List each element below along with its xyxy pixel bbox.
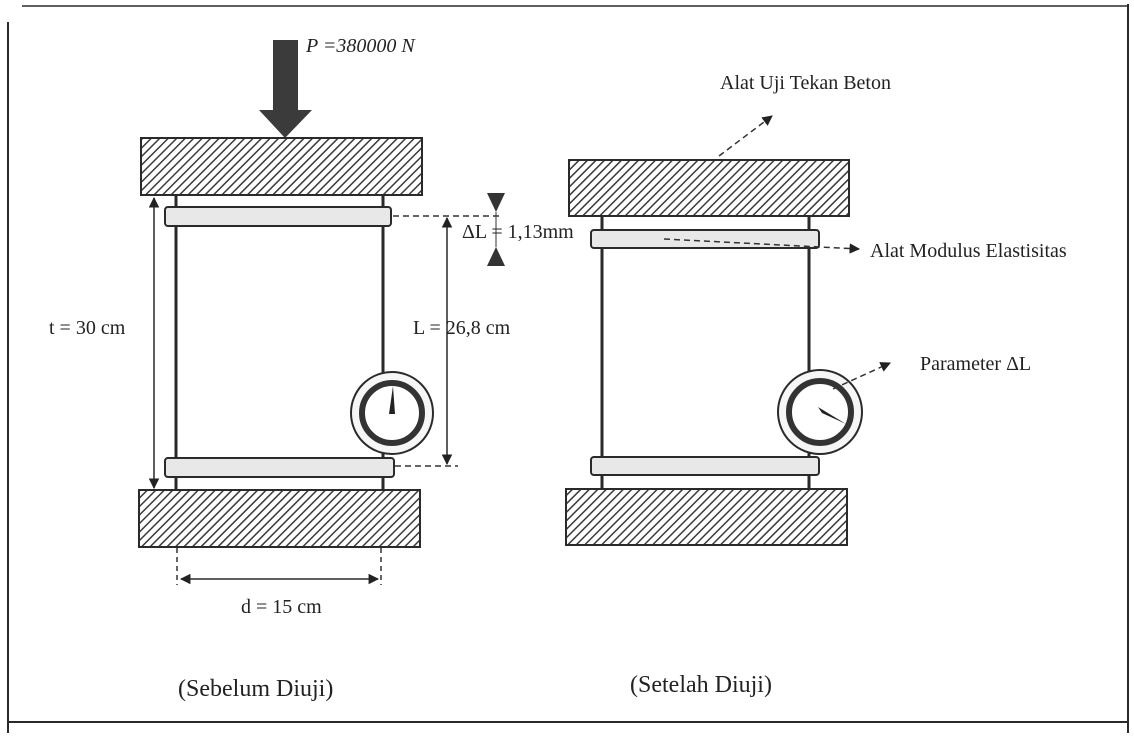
top-ring-collar <box>590 229 820 249</box>
dial-gauge-icon <box>350 371 434 455</box>
load-label: P =380000 N <box>305 35 416 57</box>
bottom-ring-collar <box>590 456 820 476</box>
before-test-figure: P =380000 N t = 30 cm L = 26,8 cm <box>49 35 574 702</box>
diameter-label: d = 15 cm <box>241 596 322 618</box>
concrete-cylinder <box>600 216 811 489</box>
top-ring-collar <box>164 206 392 227</box>
modulus-label: Alat Modulus Elastisitas <box>870 240 1067 262</box>
bottom-platen <box>565 488 848 546</box>
height-label: t = 30 cm <box>49 317 126 339</box>
parameter-leader <box>832 362 891 390</box>
concrete-cylinder <box>174 195 385 490</box>
top-platen <box>568 159 850 217</box>
after-caption: (Setelah Diuji) <box>630 672 772 698</box>
before-caption: (Sebelum Diuji) <box>178 676 333 702</box>
gauge-length-label: L = 26,8 cm <box>413 317 511 339</box>
after-test-figure: Alat Uji Tekan Beton Alat Modulus Elasti… <box>565 72 1067 698</box>
load-arrow-icon <box>259 40 312 138</box>
page-frame <box>7 4 1129 733</box>
delta-l-label: ΔL = 1,13mm <box>462 221 574 243</box>
machine-label: Alat Uji Tekan Beton <box>720 72 891 94</box>
delta-l-markers <box>487 193 505 266</box>
parameter-label: Parameter ΔL <box>920 353 1031 375</box>
top-platen <box>140 137 423 196</box>
bottom-platen <box>138 489 421 548</box>
bottom-ring-collar <box>164 457 395 478</box>
modulus-leader <box>663 238 861 254</box>
machine-leader <box>718 115 773 157</box>
dial-gauge-icon <box>777 369 863 455</box>
